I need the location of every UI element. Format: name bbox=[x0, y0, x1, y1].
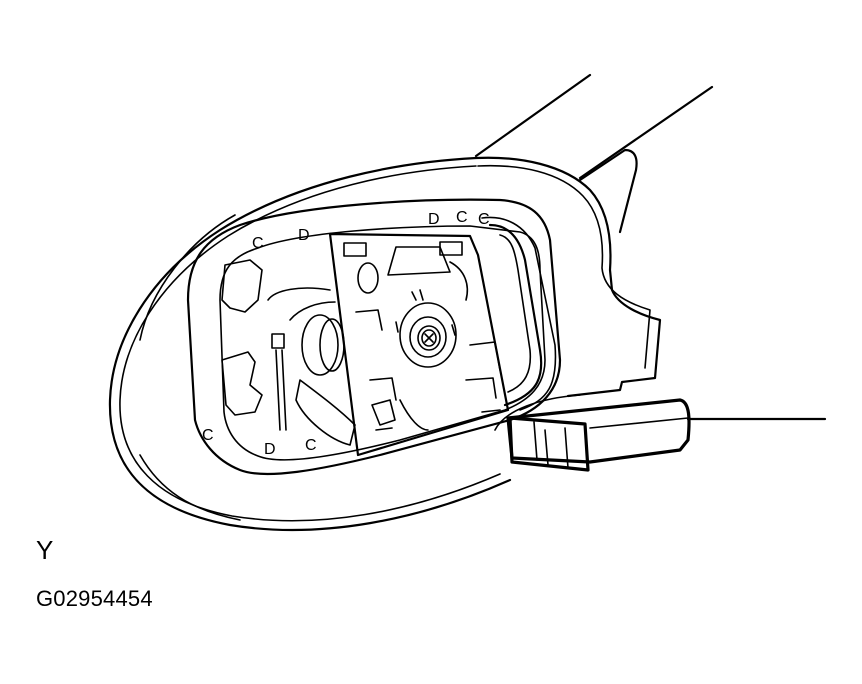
mark-d-3: D bbox=[264, 441, 276, 458]
leader-line-top-left bbox=[474, 73, 592, 158]
mark-c-5: C bbox=[305, 437, 317, 454]
pivot-motor bbox=[267, 287, 345, 431]
figure-id: G02954454 bbox=[36, 586, 153, 611]
mark-c-3: C bbox=[478, 211, 490, 228]
wire-connector bbox=[494, 394, 691, 472]
mark-d-2: D bbox=[428, 211, 440, 228]
inner-frame bbox=[186, 198, 562, 476]
mark-d-1: D bbox=[298, 227, 310, 244]
mark-c-1: C bbox=[252, 235, 264, 252]
leader-lines bbox=[474, 73, 827, 421]
mark-c-2: C bbox=[456, 209, 468, 226]
callout-label: Y bbox=[36, 535, 54, 565]
mark-c-4: C bbox=[202, 427, 214, 444]
part-marks: C D D C C C D C bbox=[202, 209, 490, 458]
cable-guide bbox=[481, 216, 557, 411]
leader-line-top-right bbox=[578, 85, 714, 180]
mirror-housing bbox=[108, 148, 662, 532]
actuator-plate bbox=[328, 232, 510, 457]
